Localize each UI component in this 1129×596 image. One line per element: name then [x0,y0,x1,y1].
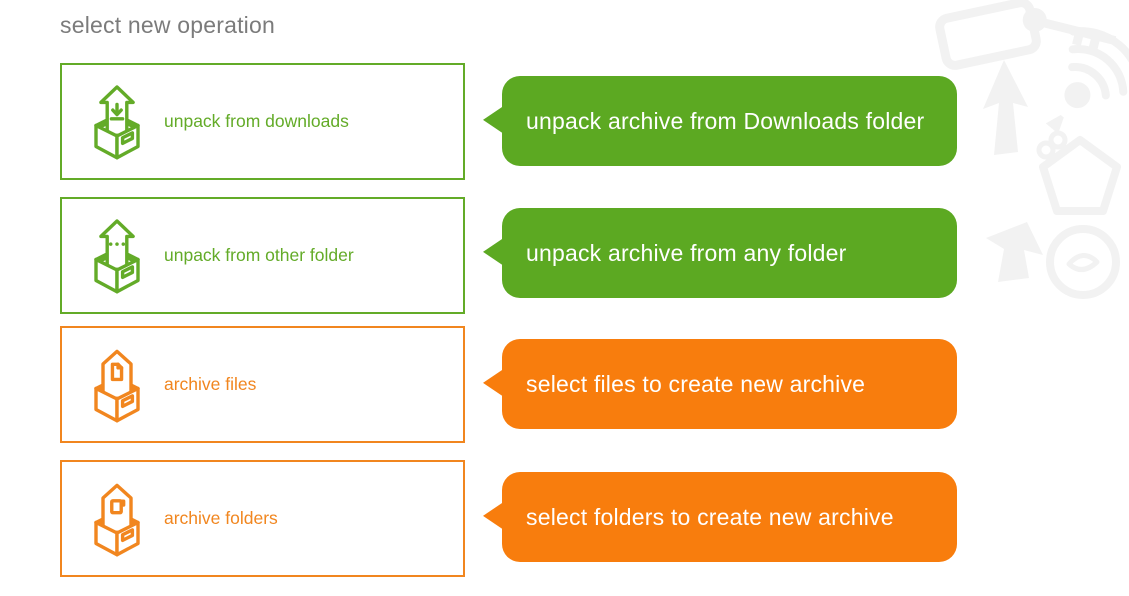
box-folder-icon [82,478,152,560]
operation-button-unpack-from-other-folder[interactable]: unpack from other folder [60,197,465,314]
tooltip-archive-files: select files to create new archive [483,339,957,429]
house-arrow-icon [986,222,1043,282]
folder-glyph [112,500,124,512]
badge-icon [1046,225,1120,299]
box-download-arrow-icon [82,81,152,163]
tooltip-tail-icon [483,238,503,266]
page-title: select new operation [60,12,275,38]
tooltip-unpack-from-downloads: unpack archive from Downloads folder [483,76,957,166]
download-arrow-glyph [111,104,122,118]
operation-button-label: unpack from downloads [164,111,349,131]
tablet-icon [935,0,1041,70]
tooltip-unpack-from-other-folder: unpack archive from any folder [483,208,957,298]
tooltip-tail-icon [483,369,503,397]
tooltip-text: unpack archive from Downloads folder [526,107,925,134]
box-document-icon [82,344,152,426]
tooltip-text: select folders to create new archive [526,503,894,530]
operation-button-label: archive files [164,374,257,394]
background-decorations [935,0,1129,299]
operation-button-unpack-from-downloads[interactable]: unpack from downloads [60,63,465,180]
tooltip-archive-folders: select folders to create new archive [483,472,957,562]
box-browse-ellipsis-icon [82,215,152,297]
tooltip-tail-icon [483,106,503,134]
wifi-signal-icon [1045,27,1129,134]
operation-button-label: unpack from other folder [164,245,354,265]
tooltip-tail-icon [483,502,503,530]
ribbon-star-icon [1036,130,1121,215]
tooltip-text: unpack archive from any folder [526,239,847,266]
key-icon [1022,8,1117,53]
ellipsis-glyph [108,241,126,246]
operation-button-archive-folders[interactable]: archive folders [60,460,465,577]
cursor-arrow-icon [983,60,1028,155]
operation-button-archive-files[interactable]: archive files [60,326,465,443]
tooltip-text: select files to create new archive [526,370,866,397]
document-glyph [112,364,121,379]
operation-button-label: archive folders [164,508,278,528]
